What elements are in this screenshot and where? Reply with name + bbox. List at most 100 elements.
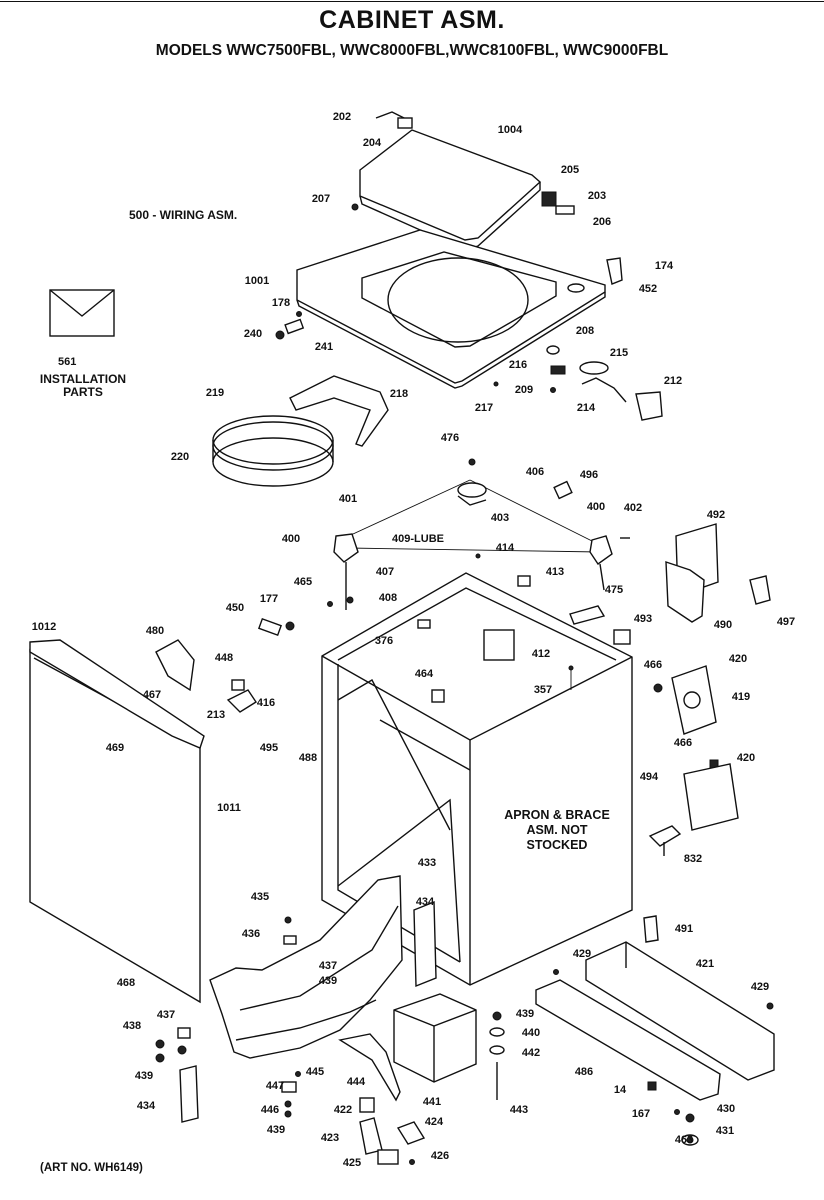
motor-plate-419 — [671, 665, 719, 769]
callout-413: 413 — [546, 566, 564, 578]
callout-240: 240 — [244, 328, 262, 340]
callout-407: 407 — [376, 566, 394, 578]
callout-832: 832 — [684, 853, 702, 865]
callout-476: 476 — [441, 432, 459, 444]
callout-429: 429 — [573, 948, 591, 960]
callout-217: 217 — [475, 402, 493, 414]
callout-488: 488 — [299, 752, 317, 764]
callout-466: 466 — [674, 737, 692, 749]
callout-241: 241 — [315, 341, 333, 353]
small-parts-top — [275, 203, 663, 421]
callout-401: 401 — [339, 493, 357, 505]
callout-178: 178 — [272, 297, 290, 309]
callout-467: 467 — [143, 689, 161, 701]
callout-493: 493 — [634, 613, 652, 625]
component-441 — [393, 993, 477, 1083]
callout-431: 431 — [716, 1125, 734, 1137]
lid-hinge-202 — [375, 111, 413, 129]
base-frame-433 — [155, 875, 437, 1123]
installation-parts-note: INSTALLATION PARTS — [39, 372, 127, 399]
callout-214: 214 — [577, 402, 596, 414]
callout-441: 441 — [423, 1096, 441, 1108]
callout-14: 14 — [614, 1084, 627, 1096]
top-cover-1001 — [296, 229, 606, 389]
page-title: CABINET ASM. — [319, 6, 505, 34]
callout-420: 420 — [737, 752, 755, 764]
callout-376: 376 — [375, 635, 393, 647]
installation-parts-number: 561 — [58, 356, 77, 368]
suspension-assembly — [333, 458, 630, 610]
art-number: (ART NO. WH6149) — [40, 1162, 143, 1174]
callout-207: 207 — [312, 193, 330, 205]
callout-469: 469 — [106, 742, 124, 754]
callout-208: 208 — [576, 325, 594, 337]
tub-ring-220 — [212, 415, 334, 487]
callout-492: 492 — [707, 509, 725, 521]
callout-463: 463 — [675, 1134, 693, 1146]
callout-426: 426 — [431, 1150, 449, 1162]
callout-436: 436 — [242, 928, 260, 940]
callout-203: 203 — [588, 190, 606, 202]
callout-357: 357 — [534, 684, 552, 696]
callout-433: 433 — [418, 857, 436, 869]
callout-402: 402 — [624, 502, 642, 514]
callout-494: 494 — [640, 771, 659, 783]
callout-446: 446 — [261, 1104, 279, 1116]
callout-209: 209 — [515, 384, 533, 396]
callout-434: 434 — [137, 1100, 156, 1112]
callout-205: 205 — [561, 164, 579, 176]
tub-cover-bracket-218 — [289, 375, 389, 447]
callout-177: 177 — [260, 593, 278, 605]
callout-212: 212 — [664, 375, 682, 387]
callout-1011: 1011 — [217, 802, 241, 814]
callout-475: 475 — [605, 584, 623, 596]
callout-420: 420 — [729, 653, 747, 665]
callout-416: 416 — [257, 697, 275, 709]
callout-444: 444 — [347, 1076, 366, 1088]
callout-496: 496 — [580, 469, 598, 481]
callout-445: 445 — [306, 1066, 324, 1078]
callout-438: 438 — [123, 1020, 141, 1032]
callout-216: 216 — [509, 359, 527, 371]
callout-465: 465 — [294, 576, 312, 588]
callout-490: 490 — [714, 619, 732, 631]
callout-421: 421 — [696, 958, 714, 970]
callout-400: 400 — [587, 501, 605, 513]
callout-452: 452 — [639, 283, 657, 295]
callout-448: 448 — [215, 652, 233, 664]
callout-439: 439 — [319, 975, 337, 987]
callout-1012: 1012 — [32, 621, 56, 633]
callout-447: 447 — [266, 1080, 284, 1092]
callout-486: 486 — [575, 1066, 593, 1078]
callout-437: 437 — [319, 960, 337, 972]
callout-220: 220 — [171, 451, 189, 463]
callout-409-LUBE: 409-LUBE — [392, 533, 444, 545]
callout-204: 204 — [363, 137, 382, 149]
front-panel-1011 — [29, 639, 257, 1004]
envelope-icon-561 — [49, 289, 115, 337]
callout-439: 439 — [516, 1008, 534, 1020]
callout-167: 167 — [632, 1108, 650, 1120]
callout-442: 442 — [522, 1047, 540, 1059]
callout-422: 422 — [334, 1104, 352, 1116]
callout-495: 495 — [260, 742, 278, 754]
callout-206: 206 — [593, 216, 611, 228]
callout-414: 414 — [496, 542, 515, 554]
callout-466: 466 — [644, 659, 662, 671]
callout-430: 430 — [717, 1103, 735, 1115]
page-subtitle: MODELS WWC7500FBL, WWC8000FBL,WWC8100FBL… — [155, 42, 669, 59]
callout-434: 434 — [416, 896, 435, 908]
callout-424: 424 — [425, 1116, 444, 1128]
callout-219: 219 — [206, 387, 224, 399]
callout-218: 218 — [390, 388, 408, 400]
callout-425: 425 — [343, 1157, 361, 1169]
lid-switch-205 — [541, 191, 575, 215]
callout-400: 400 — [282, 533, 300, 545]
callout-419: 419 — [732, 691, 750, 703]
base-rail-486 — [535, 979, 721, 1101]
callout-439: 439 — [135, 1070, 153, 1082]
small-parts-right — [553, 915, 774, 1146]
callout-468: 468 — [117, 977, 135, 989]
